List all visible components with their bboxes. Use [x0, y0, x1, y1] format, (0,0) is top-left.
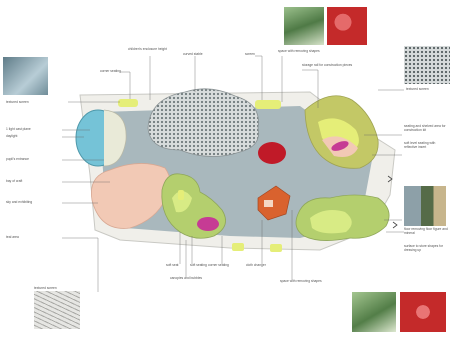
- label-screen: screen: [245, 53, 255, 57]
- label-children-enclosure: children's enclosure height: [128, 48, 168, 52]
- label-pupils-entrance: pupil's entrance: [6, 158, 29, 162]
- label-canopies-bubbles: canopies and bubbles: [170, 277, 202, 281]
- label-textured-screen-tr: textured screen: [406, 88, 429, 92]
- label-textured-screen-tl: textured screen: [6, 101, 29, 105]
- label-corner-seating-b: corner seating: [208, 264, 229, 268]
- label-seating-shelves: seating and shelved area for constructio…: [404, 125, 448, 132]
- magenta-seat: [197, 217, 219, 231]
- label-space-removing-b: space with removing shapes: [280, 280, 326, 284]
- green-room-photo: [284, 7, 324, 45]
- label-daylight: daylight: [6, 135, 17, 139]
- red-circle: [258, 142, 286, 164]
- label-sky-and-exhibiting: sky and exhibiting: [6, 201, 32, 205]
- yellow-pod-1: [118, 99, 138, 107]
- yellow-pod-4: [270, 244, 282, 252]
- glass-texture-swatch: [3, 57, 48, 95]
- yellow-pod-3: [232, 243, 244, 251]
- red-rug-photo-2: [400, 292, 446, 332]
- label-soft-seating: soft seating: [190, 264, 207, 268]
- kids-photo: [404, 186, 446, 226]
- dotted-cloud: [148, 89, 259, 157]
- label-corner-seating: corner seating: [100, 70, 121, 74]
- label-light-cast-plane: 1 light cast plane: [6, 128, 31, 132]
- label-curved-stable: curved stable: [183, 53, 203, 57]
- dotted-texture-swatch: [404, 46, 450, 84]
- label-textured-screen-bl: textured screen: [34, 287, 57, 291]
- label-removing-floor: floor removing floor figure and mineral: [404, 228, 448, 235]
- label-surface-storage: surface to store shapes for dressing up: [404, 245, 448, 252]
- label-soft-level-seating: soft level seating with reflective inser…: [404, 142, 448, 149]
- label-cloth-changer: cloth changer: [246, 264, 266, 268]
- label-teal-area: teal area: [6, 236, 19, 240]
- red-rug-photo: [327, 7, 367, 45]
- label-storage-rail: storage rail for construction pieces: [302, 64, 356, 68]
- label-bay-of-craft: bay of craft: [6, 180, 22, 184]
- green-room-photo-2: [352, 292, 396, 332]
- label-space-removing-shapes: space with removing shapes: [278, 50, 322, 54]
- yellow-pod-2: [255, 100, 281, 109]
- label-soft-seat: soft seat: [166, 264, 178, 268]
- wave-texture-swatch: [34, 291, 80, 329]
